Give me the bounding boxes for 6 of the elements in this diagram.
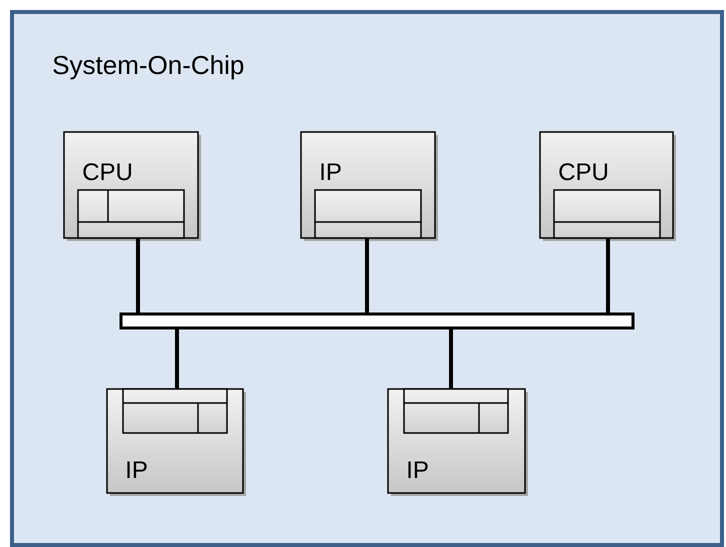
component-box: IP: [106, 388, 246, 496]
component-box: CPU: [539, 131, 676, 241]
bus-bar: [120, 312, 634, 330]
component-box: CPU: [63, 131, 201, 241]
component-box: IP: [387, 388, 528, 496]
component-box: IP: [300, 131, 438, 241]
